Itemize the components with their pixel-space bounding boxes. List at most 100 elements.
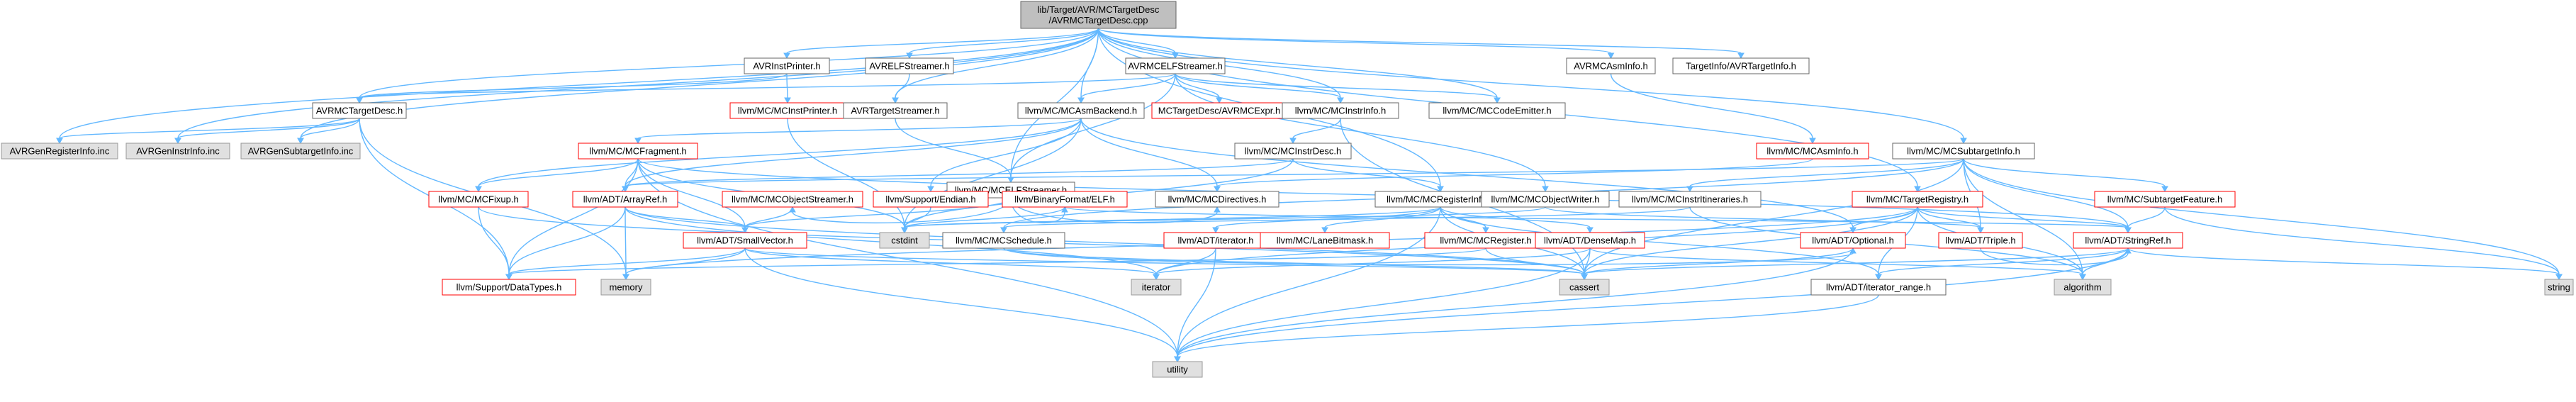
- node-box: [1020, 1, 1177, 29]
- node-dense-map[interactable]: llvm/ADT/DenseMap.h: [1535, 232, 1645, 249]
- node-mcobject-streamer[interactable]: llvm/MC/MCObjectStreamer.h: [722, 191, 863, 208]
- edge-arrowhead: [1914, 186, 1921, 193]
- node-cassert[interactable]: cassert: [1559, 279, 1610, 296]
- dependency-edge: [1175, 73, 1344, 104]
- node-avrgen-instr-info[interactable]: AVRGenInstrInfo.inc: [125, 143, 230, 160]
- node-avrgen-subtarget-info[interactable]: AVRGenSubtargetInfo.inc: [240, 143, 361, 160]
- dependency-edge: [1080, 118, 1221, 193]
- node-box: [1481, 191, 1610, 208]
- node-optional[interactable]: llvm/ADT/Optional.h: [1800, 232, 1906, 249]
- edge-line: [2127, 247, 2560, 275]
- edge-arrowhead: [1000, 227, 1007, 234]
- dependency-edge: [1214, 158, 1813, 193]
- edge-arrowhead: [1581, 274, 1588, 281]
- edge-arrowhead: [1542, 186, 1549, 193]
- dependency-edge: [892, 73, 910, 104]
- node-avrmctarget-desc-h[interactable]: AVRMCTargetDesc.h: [312, 102, 407, 119]
- edge-line: [1064, 206, 2129, 228]
- edge-line: [1155, 247, 1591, 275]
- node-label: llvm/MC/SubtargetFeature.h: [2107, 194, 2223, 205]
- node-mcinstr-itineraries[interactable]: llvm/MC/MCInstrItineraries.h: [1618, 191, 1762, 208]
- dependency-edge: [174, 118, 360, 145]
- edge-line: [625, 118, 1082, 187]
- node-support-endian[interactable]: llvm/Support/Endian.h: [873, 191, 989, 208]
- node-mcfragment[interactable]: llvm/MC/MCFragment.h: [578, 143, 698, 160]
- edge-line: [1963, 158, 2166, 187]
- edge-line: [1216, 158, 1813, 187]
- node-box: [442, 279, 576, 296]
- edge-line: [1003, 206, 1691, 228]
- node-utility[interactable]: utility: [1152, 361, 1203, 378]
- node-iterator-range[interactable]: llvm/ADT/iterator_range.h: [1810, 279, 1947, 296]
- edge-arrowhead: [1216, 97, 1223, 104]
- edge-line: [904, 206, 931, 228]
- node-avrgen-register-info[interactable]: AVRGenRegisterInfo.inc: [1, 143, 118, 160]
- node-mcregister-info[interactable]: llvm/MC/MCRegisterInfo.h: [1374, 191, 1506, 208]
- node-mccode-emitter[interactable]: llvm/MC/MCCodeEmitter.h: [1428, 102, 1566, 119]
- node-lane-bitmask[interactable]: llvm/MC/LaneBitmask.h: [1260, 232, 1390, 249]
- node-avrmcelfstreamer[interactable]: AVRMCELFStreamer.h: [1125, 57, 1226, 74]
- node-box: [1852, 191, 1983, 208]
- node-box: [1800, 232, 1906, 249]
- node-label: llvm/MC/TargetRegistry.h: [1866, 194, 1969, 205]
- edge-line: [904, 206, 1546, 228]
- node-root[interactable]: lib/Target/AVR/MCTargetDesc/AVRMCTargetD…: [1020, 1, 1177, 29]
- node-label: llvm/MC/MCDirectives.h: [1168, 194, 1267, 205]
- dependency-edge: [475, 158, 639, 193]
- node-string-ref[interactable]: llvm/ADT/StringRef.h: [2073, 232, 2183, 249]
- node-algorithm[interactable]: algorithm: [2054, 279, 2112, 296]
- node-mcobject-writer[interactable]: llvm/MC/MCObjectWriter.h: [1481, 191, 1610, 208]
- node-array-ref[interactable]: llvm/ADT/ArrayRef.h: [572, 191, 678, 208]
- node-label: llvm/MC/MCFixup.h: [438, 194, 518, 205]
- node-adtiterator[interactable]: llvm/ADT/iterator.h: [1163, 232, 1268, 249]
- node-iterator[interactable]: iterator: [1131, 279, 1182, 296]
- node-string[interactable]: string: [2544, 279, 2574, 296]
- node-mcschedule[interactable]: llvm/MC/MCSchedule.h: [942, 232, 1065, 249]
- node-mcinstr-desc[interactable]: llvm/MC/MCInstrDesc.h: [1234, 143, 1352, 160]
- node-cstdint[interactable]: cstdint: [879, 232, 930, 249]
- node-mcdirectives[interactable]: llvm/MC/MCDirectives.h: [1155, 191, 1279, 208]
- dependency-edge: [783, 28, 1099, 60]
- node-label: llvm/MC/MCSchedule.h: [956, 235, 1052, 246]
- edge-line: [744, 247, 1178, 357]
- node-mcregister[interactable]: llvm/MC/MCRegister.h: [1424, 232, 1547, 249]
- node-mcinst-printer[interactable]: llvm/MC/MCInstPrinter.h: [729, 102, 846, 119]
- edge-line: [744, 247, 1585, 275]
- node-memory[interactable]: memory: [600, 279, 651, 296]
- node-subtarget-feature[interactable]: llvm/MC/SubtargetFeature.h: [2094, 191, 2236, 208]
- node-mcasm-info[interactable]: llvm/MC/MCAsmInfo.h: [1756, 143, 1869, 160]
- node-box: [600, 279, 651, 296]
- node-avrinst-printer[interactable]: AVRInstPrinter.h: [744, 57, 830, 74]
- edge-line: [1177, 247, 2129, 357]
- node-box: [744, 57, 830, 74]
- node-avrmcexpr[interactable]: MCTargetDesc/AVRMCExpr.h: [1151, 102, 1287, 119]
- node-avrelfstreamer[interactable]: AVRELFStreamer.h: [865, 57, 954, 74]
- node-mcsubtarget-info[interactable]: llvm/MC/MCSubtargetInfo.h: [1892, 143, 2035, 160]
- node-target-registry[interactable]: llvm/MC/TargetRegistry.h: [1852, 191, 1983, 208]
- edge-arrowhead: [1737, 52, 1745, 60]
- dependency-edge: [1000, 206, 1691, 234]
- node-avrmcasm-info[interactable]: AVRMCAsmInfo.h: [1566, 57, 1656, 74]
- node-data-types[interactable]: llvm/Support/DataTypes.h: [442, 279, 576, 296]
- node-mcfixup[interactable]: llvm/MC/MCFixup.h: [428, 191, 529, 208]
- node-avrtarget-streamer[interactable]: AVRTargetStreamer.h: [843, 102, 948, 119]
- edge-line: [792, 197, 1012, 223]
- node-mcasm-backend[interactable]: llvm/MC/MCAsmBackend.h: [1017, 102, 1145, 119]
- node-avrtarget-info[interactable]: TargetInfo/AVRTargetInfo.h: [1672, 57, 1810, 74]
- node-mcinstr-info[interactable]: llvm/MC/MCInstrInfo.h: [1282, 102, 1399, 119]
- node-label: AVRELFStreamer.h: [869, 61, 949, 72]
- dependency-edge: [1097, 28, 1967, 145]
- node-box: [125, 143, 230, 160]
- node-triple[interactable]: llvm/ADT/Triple.h: [1938, 232, 2023, 249]
- node-small-vector[interactable]: llvm/ADT/SmallVector.h: [683, 232, 807, 249]
- node-box: [873, 191, 989, 208]
- dependency-edge: [1321, 206, 1441, 234]
- edge-line: [478, 118, 1082, 187]
- node-label: AVRTargetStreamer.h: [851, 106, 939, 116]
- edge-arrowhead: [1174, 356, 1181, 363]
- edge-line: [744, 247, 1157, 275]
- node-binary-format-elf[interactable]: llvm/BinaryFormat/ELF.h: [1002, 191, 1128, 208]
- node-label: llvm/ADT/Triple.h: [1945, 235, 2015, 246]
- edge-arrowhead: [1212, 227, 1219, 234]
- edge-arrowhead: [356, 97, 363, 104]
